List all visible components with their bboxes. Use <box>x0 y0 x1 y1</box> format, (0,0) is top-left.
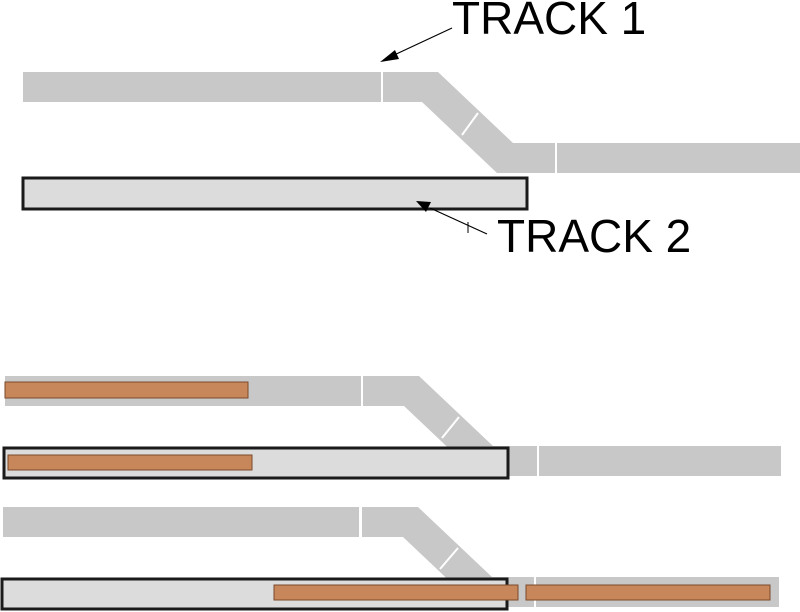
track-1-left-section <box>23 72 381 102</box>
train-on-track-2 <box>7 454 253 471</box>
track-1-turnout-section <box>383 72 555 173</box>
track-1-joint <box>441 416 460 439</box>
track-1 <box>23 72 800 173</box>
track-1-left-section <box>3 507 359 537</box>
diagram-3 <box>0 507 779 611</box>
track-1-right-section <box>557 143 800 173</box>
track-1-right-section <box>539 446 781 476</box>
train-car-front <box>273 584 519 601</box>
track-2-pointer-arrow <box>416 201 488 235</box>
diagram-1: TRACK 1 TRACK 2 <box>21 0 800 262</box>
track-1-pointer-arrow <box>380 27 453 62</box>
track-1-joint <box>461 112 479 136</box>
track-2-label: TRACK 2 <box>497 210 691 262</box>
track-1-joint <box>439 547 459 570</box>
train-car-rear <box>525 584 771 601</box>
diagram-2 <box>2 376 781 480</box>
track-2 <box>21 176 529 211</box>
track-1 <box>5 376 781 476</box>
train-on-track-1 <box>4 381 249 399</box>
track-1-label: TRACK 1 <box>452 0 646 44</box>
